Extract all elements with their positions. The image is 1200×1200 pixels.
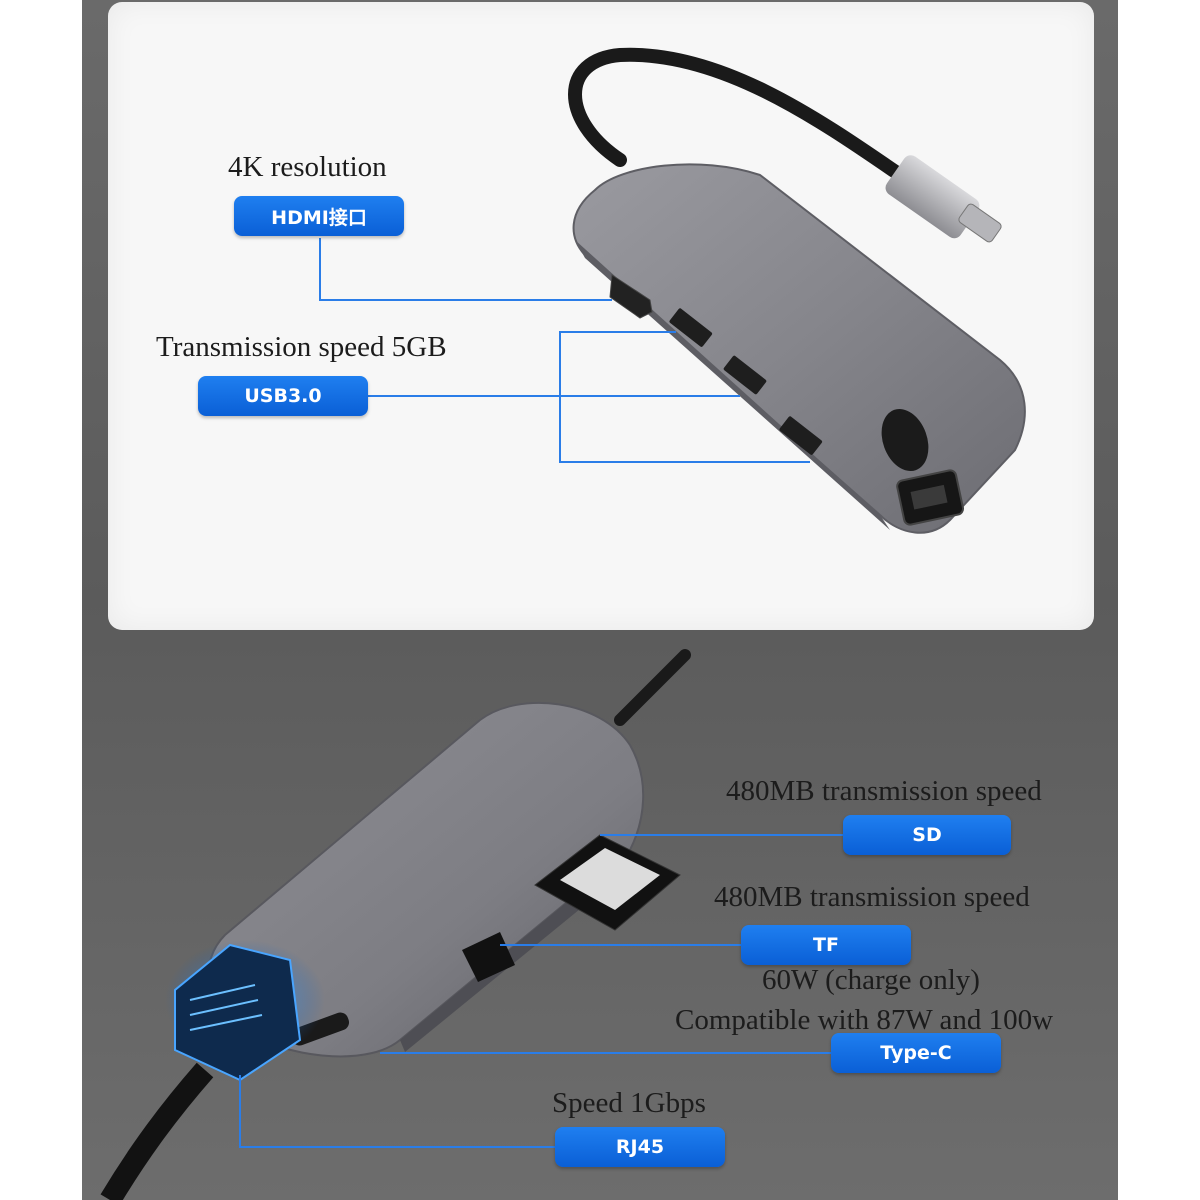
rj45-caption: Speed 1Gbps: [552, 1087, 706, 1119]
rj45-tag: RJ45: [555, 1127, 725, 1167]
hdmi-caption: 4K resolution: [228, 151, 387, 183]
hub-body-top: [572, 163, 1026, 534]
usb-c-cable-bottom: [614, 649, 691, 726]
hdmi-tag: HDMI接口: [234, 196, 404, 236]
usb-c-cable-top: [568, 47, 1002, 243]
typec-tag: Type-C: [831, 1033, 1001, 1073]
leader-lines-bottom: [239, 834, 844, 1148]
tf-tag: TF: [741, 925, 911, 965]
typec-caption-line1: 60W (charge only): [762, 964, 980, 996]
tf-caption: 480MB transmission speed: [714, 881, 1030, 913]
typec-caption-line2: Compatible with 87W and 100w: [675, 1004, 1054, 1036]
sd-caption: 480MB transmission speed: [726, 775, 1042, 807]
sd-tag: SD: [843, 815, 1011, 855]
leader-lines-top: [319, 238, 810, 463]
usb3-tag: USB3.0: [198, 376, 368, 416]
usb-caption: Transmission speed 5GB: [156, 331, 447, 363]
ethernet-cable: [100, 940, 325, 1200]
